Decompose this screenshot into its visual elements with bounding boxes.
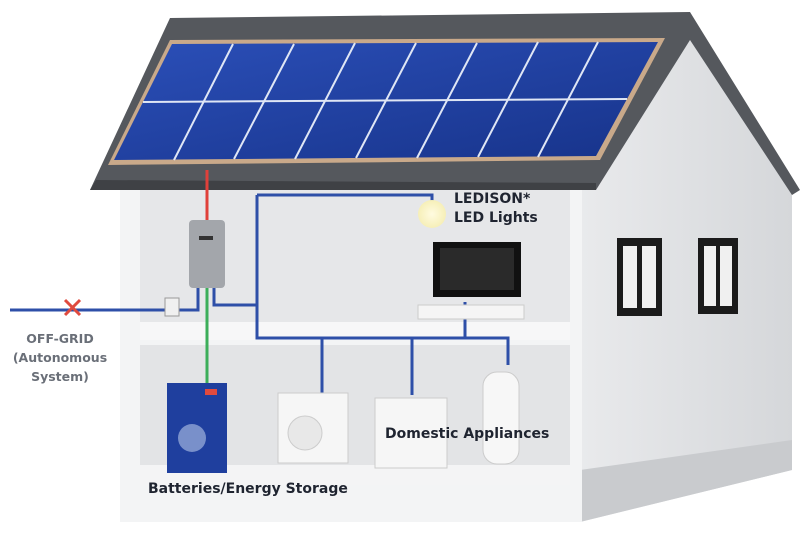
off-grid-label-line3: System) [31, 369, 89, 384]
solar-panel-array [108, 38, 665, 165]
lights-label-line2: LED Lights [454, 210, 538, 226]
window-left [617, 238, 662, 316]
battery-icon [167, 383, 227, 473]
window-right [698, 238, 738, 314]
led-light-icon [418, 200, 446, 228]
inverter [189, 220, 225, 288]
tv-icon [417, 242, 525, 320]
disconnected-x-icon [63, 298, 82, 317]
ground-floor [140, 465, 570, 485]
lights-label-line1: LEDISON* [454, 191, 531, 207]
off-grid-label-line2: (Autonomous [13, 350, 107, 365]
floor-slab [140, 322, 570, 340]
water-heater-icon [482, 371, 520, 465]
appliances-label: Domestic Appliances [385, 426, 549, 442]
switch-box [164, 297, 180, 317]
dryer-icon [374, 397, 448, 469]
house-side-base [580, 440, 792, 522]
off-grid-label-line1: OFF-GRID [26, 331, 93, 346]
washing-machine-icon [277, 392, 349, 464]
ac-wire [10, 193, 510, 395]
house-side-wall [580, 22, 792, 522]
batteries-label: Batteries/Energy Storage [148, 481, 348, 497]
